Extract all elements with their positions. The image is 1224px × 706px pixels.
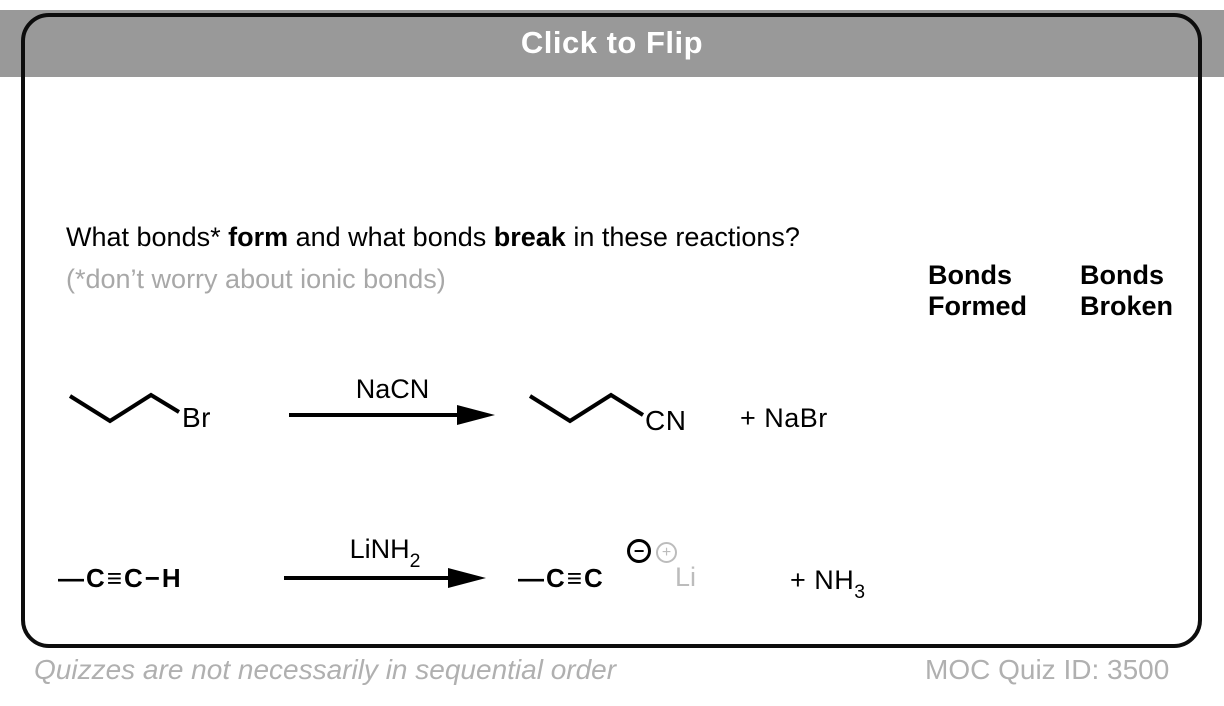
- bonds-formed-line1: Bonds: [928, 260, 1012, 290]
- quiz-card[interactable]: [21, 13, 1202, 648]
- linh-subscript: 2: [409, 550, 421, 573]
- reaction-arrow-1: [289, 405, 495, 425]
- reagent-nacn: NaCN: [355, 374, 430, 404]
- byproduct-nh3: + NH3: [790, 565, 866, 604]
- nitrile-label: CN: [645, 405, 687, 436]
- lithium-counterion: Li: [675, 562, 697, 592]
- question-note: (*don’t worry about ionic bonds): [66, 264, 446, 294]
- footer-sequential-note: Quizzes are not necessarily in sequentia…: [34, 654, 617, 685]
- nh3-subscript: 3: [854, 581, 866, 604]
- alkyne-formula: —C≡C−H: [58, 563, 183, 593]
- reaction-arrow-2: [284, 568, 486, 588]
- propyl-bromide-skeleton: [68, 392, 181, 424]
- minus-charge-icon: −: [627, 539, 651, 563]
- question-text: What bonds* form and what bonds break in…: [66, 222, 800, 253]
- acetylide-formula: —C≡C: [518, 563, 605, 593]
- bonds-broken-line1: Bonds: [1080, 260, 1164, 290]
- footer-quiz-id: MOC Quiz ID: 3500: [925, 654, 1170, 685]
- bonds-formed-header: Bonds Formed: [928, 260, 1027, 322]
- butyronitrile-skeleton: [528, 392, 645, 424]
- question-part3: in these reactions?: [565, 222, 800, 252]
- question-part2: and what bonds: [288, 222, 494, 252]
- linh-text: LiNH: [349, 534, 410, 564]
- card-flip-title[interactable]: Click to Flip: [520, 25, 704, 60]
- plus-charge-icon: +: [656, 542, 677, 563]
- question-bold-form: form: [228, 222, 289, 252]
- reagent-linh2: LiNH2: [285, 534, 485, 573]
- bonds-broken-header: Bonds Broken: [1080, 260, 1173, 322]
- bonds-broken-line2: Broken: [1080, 291, 1174, 321]
- bromine-label: Br: [182, 402, 211, 433]
- byproduct-nabr: + NaBr: [740, 403, 828, 433]
- question-part1: What bonds*: [66, 222, 229, 252]
- click-to-flip-bar[interactable]: [0, 10, 1224, 77]
- bonds-formed-line2: Formed: [928, 291, 1028, 321]
- question-bold-break: break: [493, 222, 566, 252]
- nh-text: + NH: [790, 565, 855, 595]
